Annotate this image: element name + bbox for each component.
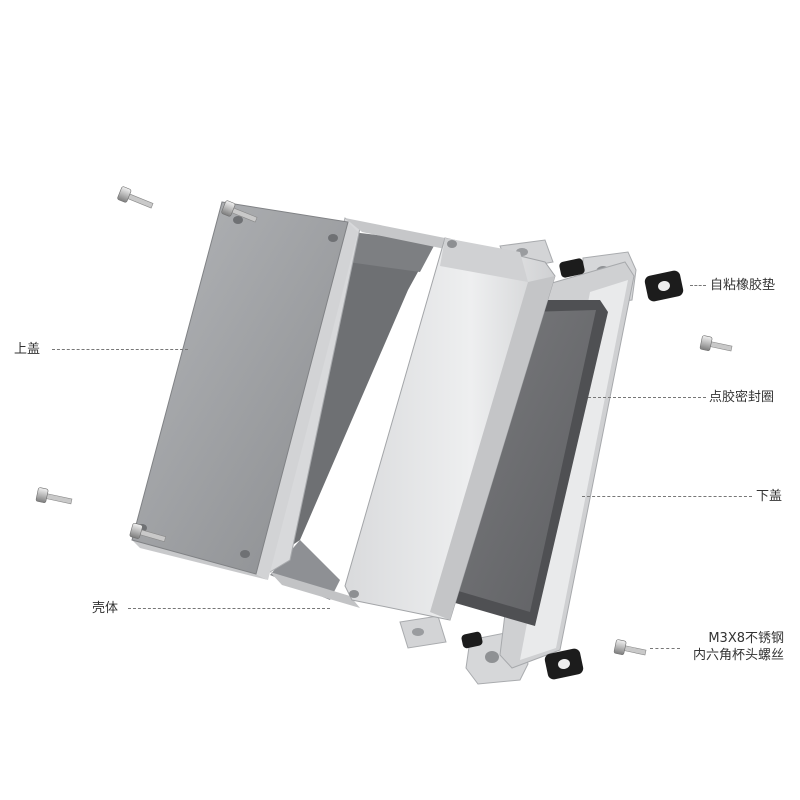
screws [35, 186, 733, 656]
screw-icon [221, 200, 258, 223]
rubber-gasket-icon [461, 631, 483, 649]
leader-shell [128, 608, 330, 609]
screw-icon [613, 639, 647, 656]
top-cover [131, 201, 358, 580]
label-screw-line2: 内六角杯头螺丝 [692, 648, 784, 663]
label-bottom-cover: 下盖 [756, 489, 783, 504]
label-screw: M3X8不锈钢 内六角杯头螺丝 [693, 630, 784, 664]
leader-top-cover [52, 349, 188, 350]
label-adhesive-gasket: 自粘橡胶垫 [710, 278, 776, 293]
leader-seal [588, 397, 706, 398]
leader-bottom-cover [582, 496, 752, 497]
leader-gasket [690, 285, 706, 286]
screw-icon [699, 335, 733, 352]
screw-icon [117, 186, 154, 209]
rubber-gasket-icon [559, 258, 585, 278]
label-top-cover: 上盖 [14, 342, 41, 357]
rubber-gaskets [461, 258, 684, 680]
label-screw-line1: M3X8不锈钢 [708, 631, 784, 646]
leader-screw [650, 648, 680, 649]
rubber-gasket-icon [644, 270, 684, 302]
label-glue-seal-ring: 点胶密封圈 [709, 390, 775, 405]
screw-icon [129, 522, 167, 542]
rubber-gasket-icon [544, 648, 584, 680]
glue-seal-ring [442, 300, 608, 626]
screw-icon [35, 487, 73, 505]
label-shell: 壳体 [92, 601, 119, 616]
